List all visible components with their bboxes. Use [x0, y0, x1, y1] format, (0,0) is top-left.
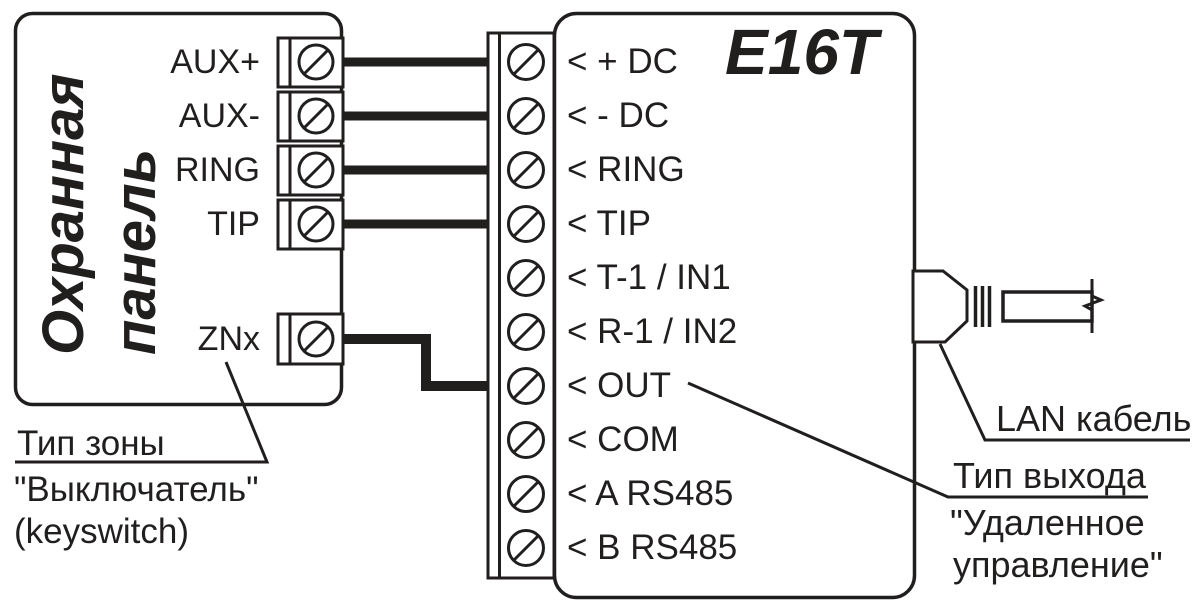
port-label-t1-in1: < T-1 / IN1 [567, 258, 731, 297]
lan-cable-shape [1001, 290, 1094, 323]
leader-line-lan-cable [938, 343, 1190, 442]
zone-type-annotation-line1: Тип зоны [17, 424, 165, 463]
leader-line-zone-type [15, 361, 270, 464]
device-model-title: E16T [725, 16, 878, 88]
lan-connector-icon [911, 269, 969, 344]
port-label-plus-dc: < + DC [567, 42, 678, 81]
lan-cable-label: LAN кабель [996, 398, 1192, 439]
panel-terminal-label-tip: TIP [207, 205, 260, 243]
cable-break-icon [1081, 279, 1105, 333]
panel-terminal-label-ring: RING [175, 151, 260, 189]
port-label-a-rs485: < A RS485 [567, 474, 734, 513]
screw-terminal-icon [297, 43, 335, 358]
port-label-tip: < TIP [567, 204, 651, 243]
output-type-annotation-line3: управление" [953, 544, 1163, 585]
port-label-com: < COM [567, 420, 679, 459]
wire-znx-to-out [343, 334, 490, 391]
port-label-ring: < RING [567, 150, 685, 189]
panel-terminal-label-znx: ZNx [197, 320, 260, 358]
port-label-b-rs485: < B RS485 [567, 528, 738, 567]
port-label-r1-in2: < R-1 / IN2 [567, 312, 738, 351]
panel-terminal-label-auxm: AUX- [178, 97, 260, 135]
port-label-minus-dc: < - DC [567, 96, 670, 135]
leader-line-output-type [687, 381, 1148, 499]
lan-connector-pins [973, 286, 992, 327]
port-label-out: < OUT [567, 366, 672, 405]
panel-terminal-label-auxp: AUX+ [170, 43, 260, 81]
panel-terminal-block [276, 36, 345, 366]
output-type-annotation-line2: "Удаленное [950, 502, 1145, 543]
screw-terminal-icon [507, 43, 545, 567]
output-type-annotation-line1: Тип выхода [953, 455, 1146, 496]
wire [343, 57, 490, 229]
zone-type-annotation-line2: "Выключатель" [14, 470, 259, 509]
zone-type-annotation-line3: (keyswitch) [14, 512, 190, 551]
